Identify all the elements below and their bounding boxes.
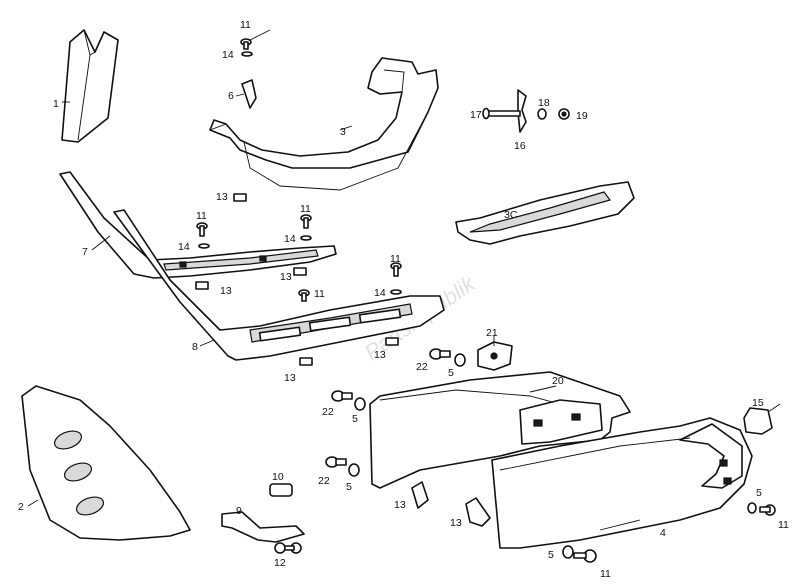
callout-1: 1 xyxy=(53,98,59,110)
callout-7: 7 xyxy=(82,246,88,258)
part-left-rail xyxy=(59,171,337,279)
callout-11g: 11 xyxy=(600,568,611,580)
callout-16: 16 xyxy=(514,140,526,152)
callout-10: 10 xyxy=(272,471,284,483)
callout-8: 8 xyxy=(192,341,198,353)
part-right-rail xyxy=(113,209,445,361)
leader-lines xyxy=(27,29,781,531)
part-rear-panel xyxy=(491,417,753,549)
callout-5d: 5 xyxy=(756,487,762,499)
callout-15: 15 xyxy=(752,397,764,409)
callout-17: 17 xyxy=(470,109,482,121)
callout-4: 4 xyxy=(660,527,666,539)
callout-13c: 13 xyxy=(220,285,232,297)
callout-18: 18 xyxy=(538,97,550,109)
callout-3c: 3C xyxy=(504,209,518,221)
part-lower-screws xyxy=(562,502,776,563)
callout-13d: 13 xyxy=(374,349,386,361)
callout-11f: 11 xyxy=(778,519,789,531)
part-mat xyxy=(455,181,635,245)
callout-19: 19 xyxy=(576,110,588,122)
callout-22a: 22 xyxy=(416,361,428,373)
callout-14c: 14 xyxy=(284,233,296,245)
callout-20: 20 xyxy=(552,375,564,387)
part-bracket xyxy=(221,483,305,554)
part-frame-cover xyxy=(369,371,631,489)
callout-11a: 11 xyxy=(240,19,251,31)
part-rail-screws xyxy=(196,214,402,302)
part-leg-shield xyxy=(209,57,439,191)
part-nuts-13 xyxy=(195,193,399,366)
part-cover-plate xyxy=(477,341,513,371)
callout-3: 3 xyxy=(340,126,346,138)
part-clips-lower xyxy=(411,481,491,527)
callout-11d: 11 xyxy=(390,253,401,265)
callout-5b: 5 xyxy=(352,413,358,425)
part-mudguard xyxy=(21,385,191,541)
callout-6: 6 xyxy=(228,90,234,102)
callout-13b: 13 xyxy=(280,271,292,283)
part-front-cover xyxy=(61,29,119,143)
callout-11b: 11 xyxy=(196,210,207,222)
callout-13a: 13 xyxy=(216,191,228,203)
callout-11e: 11 xyxy=(314,288,325,300)
callout-9: 9 xyxy=(236,505,242,517)
callout-13g: 13 xyxy=(450,517,462,529)
part-screw-top xyxy=(240,38,253,57)
part-hardware-16-19 xyxy=(482,89,570,133)
part-screws-22 xyxy=(325,348,466,477)
callout-22b: 22 xyxy=(322,406,334,418)
callout-2: 2 xyxy=(18,501,24,513)
part-cap xyxy=(743,407,773,435)
callout-22c: 22 xyxy=(318,475,330,487)
callout-14a: 14 xyxy=(222,49,234,61)
callout-5e: 5 xyxy=(548,549,554,561)
callout-12: 12 xyxy=(274,557,286,569)
callout-labels: 1 2 3 3C 4 5 5 5 5 5 6 7 8 9 10 11 11 11… xyxy=(18,19,789,580)
callout-13f: 13 xyxy=(394,499,406,511)
callout-13e: 13 xyxy=(284,372,296,384)
callout-21: 21 xyxy=(486,327,498,339)
callout-5a: 5 xyxy=(448,367,454,379)
callout-11c: 11 xyxy=(300,203,311,215)
callout-14d: 14 xyxy=(374,287,386,299)
callout-5c: 5 xyxy=(346,481,352,493)
callout-14b: 14 xyxy=(178,241,190,253)
part-clip xyxy=(241,79,257,109)
